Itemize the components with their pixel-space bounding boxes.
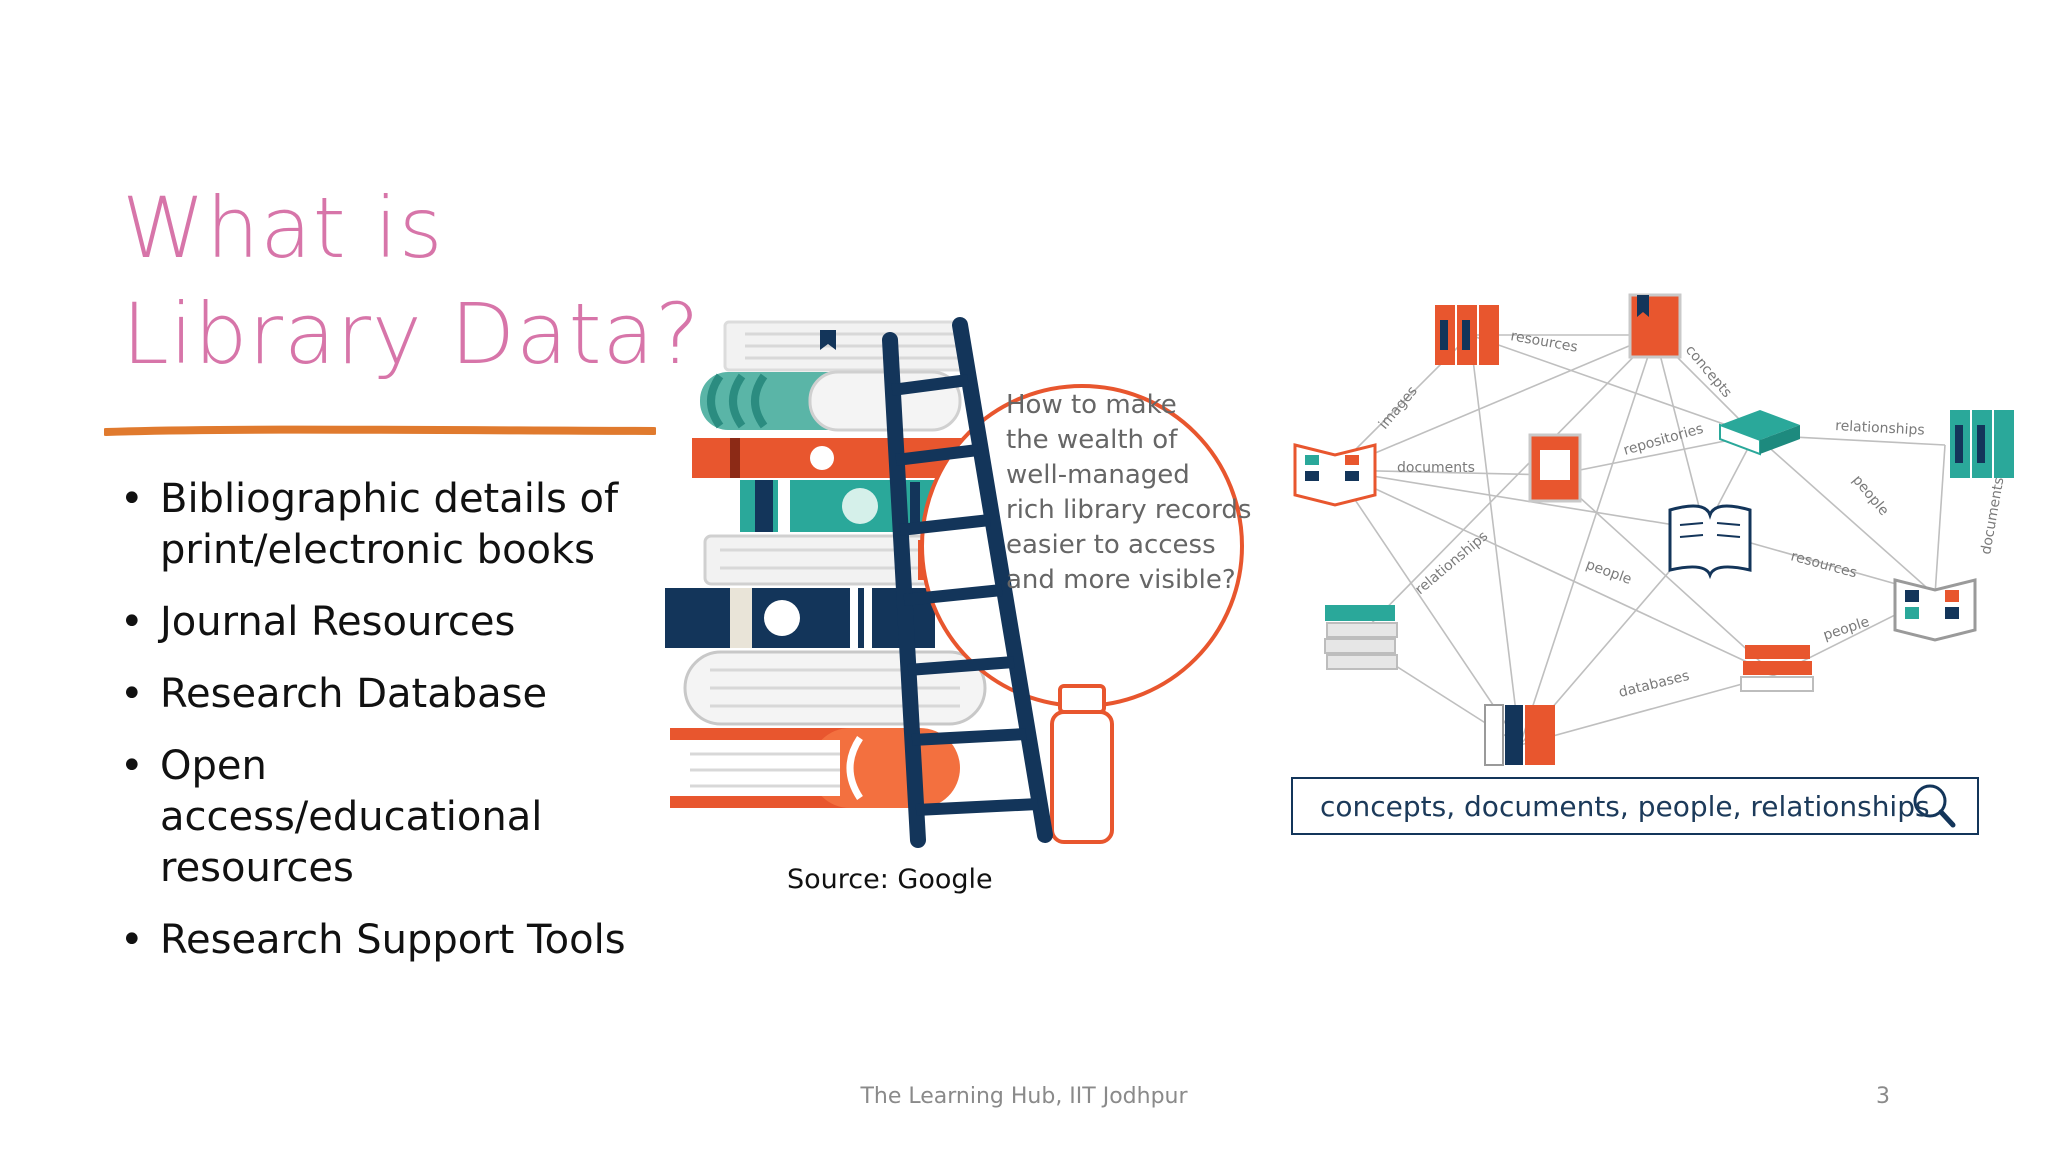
network-nodes (1293, 293, 2014, 766)
bullet-item: Open access/educational resources (120, 741, 660, 894)
image-source: Source: Google (787, 864, 993, 895)
books-icon (1484, 704, 1555, 766)
open-book-icon (1668, 504, 1752, 580)
edge-label: images (1376, 383, 1421, 432)
books-stack-icon (1740, 645, 1814, 692)
slide-footer: The Learning Hub, IIT Jodhpur (860, 1084, 1188, 1109)
library-network-illustration: resources concepts images relationships … (1291, 293, 2014, 835)
title-line-1: What is (122, 179, 444, 277)
magnifier-bubble (920, 384, 1244, 844)
book-icon (1719, 410, 1800, 456)
slide-title: What is Library Data? (122, 175, 701, 387)
books-icon (1435, 305, 1499, 365)
bullet-list: Bibliographic details of print/electroni… (120, 474, 660, 987)
books-stack-icon (1324, 605, 1398, 670)
title-line-2: Library Data? (122, 285, 701, 383)
bullet-item: Research Database (120, 669, 660, 720)
edge-label: concepts (1682, 342, 1735, 401)
books-ladder-illustration (665, 317, 1244, 848)
edge-label: resources (1789, 548, 1859, 581)
title-underline (104, 425, 656, 436)
edge-label: resources (1509, 328, 1579, 356)
edge-label: relationships (1412, 528, 1491, 598)
book-icon (1628, 293, 1682, 359)
edge-label: people (1849, 472, 1892, 519)
bullet-item: Research Support Tools (120, 915, 660, 966)
edge-label: documents (1978, 476, 2007, 556)
ladder (882, 317, 1053, 848)
search-box (1291, 777, 1979, 835)
page-number: 3 (1876, 1084, 1890, 1109)
bubble-text: How to make the wealth of well-managed r… (1006, 390, 1252, 595)
bullet-item: Bibliographic details of print/electroni… (120, 474, 660, 576)
books-icon (1950, 410, 2014, 478)
open-book-icon (1893, 578, 1977, 642)
edge-label: documents (1397, 460, 1475, 476)
bullet-item: Journal Resources (120, 597, 660, 648)
search-box-text: concepts, documents, people, relationshi… (1320, 790, 1930, 823)
edge-label: people (1584, 557, 1634, 588)
search-icon (1913, 784, 1956, 828)
edge-label: relationships (1835, 418, 1925, 439)
book-icon (1528, 433, 1582, 503)
open-book-icon (1293, 443, 1377, 507)
edge-label: databases (1617, 668, 1691, 701)
